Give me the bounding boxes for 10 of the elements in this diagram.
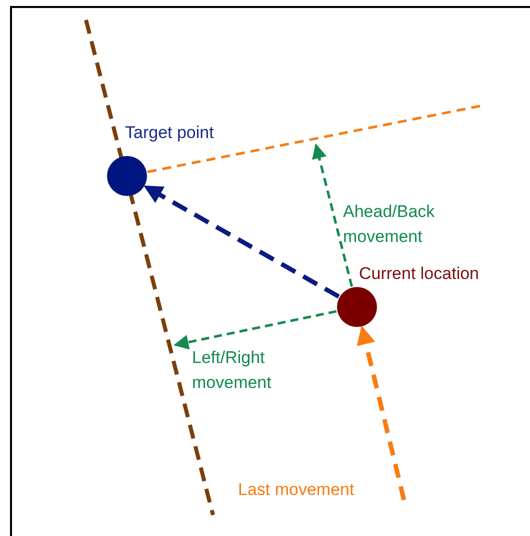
- arrow: [356, 326, 406, 501]
- edge-label: Last movement: [238, 479, 356, 501]
- edge-label: Ahead/Back movement: [343, 201, 436, 248]
- point-label: Target point: [125, 122, 214, 144]
- arrow: [312, 144, 354, 287]
- arrow: [144, 184, 340, 299]
- edge-label: Left/Right movement: [192, 347, 272, 394]
- dashed-line: [147, 104, 480, 174]
- arrow: [174, 310, 337, 350]
- point-label: Current location: [359, 263, 480, 285]
